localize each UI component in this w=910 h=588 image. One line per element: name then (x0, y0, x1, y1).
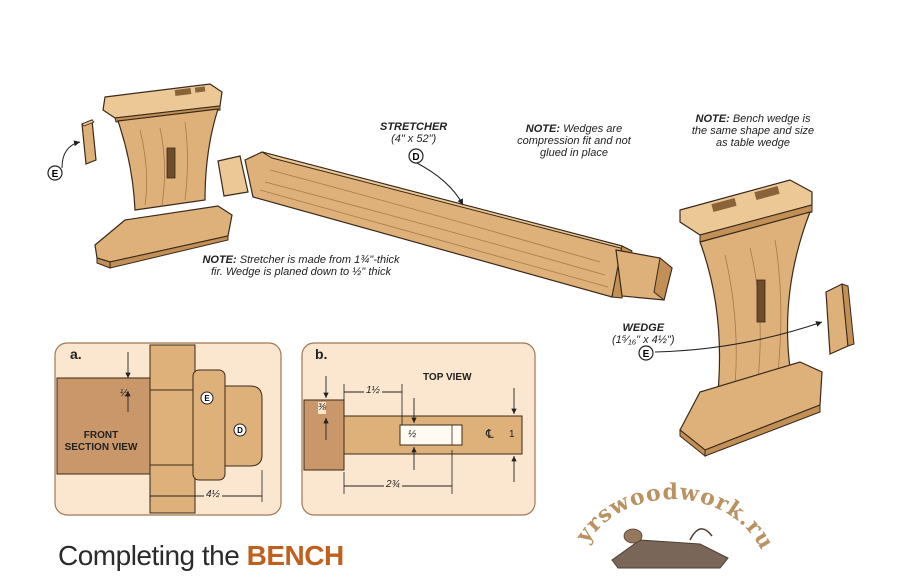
dim-a-vertical: ½ (120, 388, 129, 399)
svg-text:E: E (643, 349, 650, 360)
svg-text:D: D (412, 152, 419, 163)
callout-d-stretcher: D (408, 148, 424, 164)
wedge-e-leader-left (61, 140, 81, 169)
dim-b-centerline: ℄ (486, 427, 494, 441)
dim-b-slot: ½ (408, 429, 417, 440)
svg-text:E: E (52, 169, 59, 180)
dim-b-bottom: 2¾ (384, 479, 402, 491)
dim-b-top: 1½ (364, 385, 382, 397)
left-wedge (81, 119, 97, 165)
note-wedges: NOTE: Wedges are compression fit and not… (517, 123, 631, 159)
watermark-logo: yrswoodwork.ru (570, 479, 778, 569)
stretcher-leader (414, 161, 464, 206)
right-wedge (825, 283, 855, 355)
dim-b-right: 1 (509, 429, 515, 440)
callout-e-right: E (638, 345, 654, 361)
left-leg (94, 83, 233, 269)
detail-b-tag: b. (315, 346, 328, 362)
dim-a-horizontal: 4½ (204, 489, 222, 501)
callout-e-left: E (47, 165, 63, 181)
front-section-view-label: FRONT SECTION VIEW (64, 430, 138, 453)
right-leg (679, 179, 823, 458)
page-title: Completing the BENCH (58, 540, 344, 571)
wedge-label: WEDGE(1⁵⁄₁₆" x 4½") (612, 322, 675, 346)
stretcher-label: STRETCHER(4" x 52") (380, 121, 448, 145)
wedge-e-leader-right (654, 321, 823, 353)
svg-text:E: E (204, 394, 210, 403)
detail-a-tag: a. (70, 346, 82, 362)
top-view-label: TOP VIEW (423, 372, 472, 383)
svg-text:D: D (237, 426, 243, 435)
stretcher (217, 151, 673, 301)
note-stretcher: NOTE: Stretcher is made from 1¾"-thick f… (202, 254, 400, 278)
detail-a-panel: E D (54, 342, 282, 516)
dim-b-left: ⅜ (318, 402, 327, 414)
detail-b-panel (301, 342, 536, 516)
note-bench-wedge: NOTE: Bench wedge is the same shape and … (691, 113, 815, 149)
